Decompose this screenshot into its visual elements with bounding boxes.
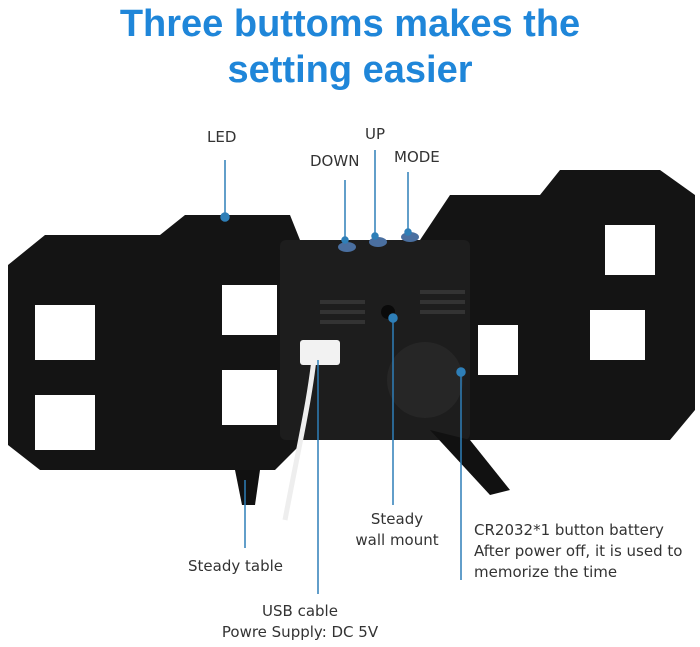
label-wall-mount: Steady wall mount (347, 509, 447, 551)
table-stand (235, 470, 260, 505)
usb-plug (300, 340, 340, 365)
rear-stand (430, 430, 510, 495)
battery-line-1: CR2032*1 button battery (474, 521, 664, 539)
wall-line-2: wall mount (355, 531, 439, 549)
label-down: DOWN (310, 152, 360, 170)
battery-line-2: After power off, it is used to (474, 542, 683, 560)
headline-line-1: Three buttoms makes the (119, 3, 581, 45)
callout-lines (220, 150, 466, 594)
led-segment-windows (35, 225, 655, 450)
label-up: UP (365, 125, 386, 143)
label-led: LED (207, 128, 237, 146)
usb-cable (282, 349, 318, 521)
headline-line-2: setting easier (227, 49, 473, 91)
label-usb: USB cable Powre Supply: DC 5V (200, 601, 400, 643)
wall-line-1: Steady (370, 510, 424, 528)
label-mode: MODE (394, 148, 440, 166)
usb-line-2: Powre Supply: DC 5V (221, 623, 379, 641)
battery-line-3: memorize the time (474, 563, 618, 581)
usb-line-1: USB cable (262, 602, 338, 620)
back-panel-details (320, 290, 465, 418)
label-battery: CR2032*1 button battery After power off,… (474, 520, 682, 583)
label-steady-table: Steady table (188, 557, 283, 575)
